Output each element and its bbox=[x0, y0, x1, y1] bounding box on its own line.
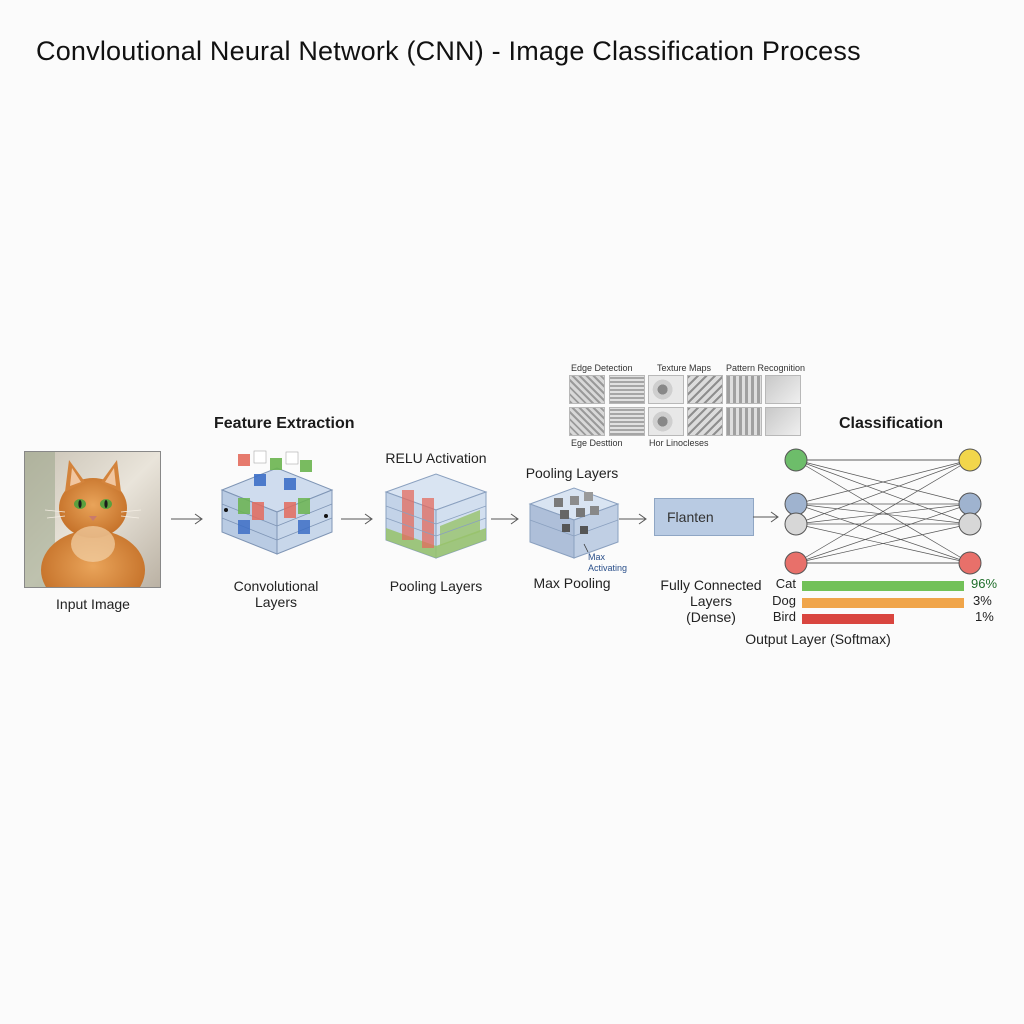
relu-activation-title: RELU Activation bbox=[385, 450, 487, 466]
feature-map-thumbnail bbox=[765, 375, 801, 404]
network-node bbox=[784, 448, 808, 472]
probability-value-dog: 3% bbox=[973, 593, 992, 608]
feature-map-thumbnail bbox=[726, 407, 762, 436]
input-image-label: Input Image bbox=[56, 596, 130, 612]
max-activating-note: Max Activating bbox=[588, 552, 628, 573]
feature-map-thumbnail bbox=[569, 375, 605, 404]
network-connection bbox=[795, 459, 971, 525]
arrow-icon bbox=[341, 513, 373, 525]
texture-maps-label: Texture Maps bbox=[657, 363, 712, 373]
network-connection bbox=[795, 503, 971, 564]
probability-bar-cat bbox=[802, 581, 964, 591]
probability-value-cat: 96% bbox=[971, 576, 998, 591]
network-node bbox=[784, 512, 808, 536]
linocleses-label: Hor Linocleses bbox=[649, 438, 709, 448]
convolutional-layers-label: Convolutional Layers bbox=[233, 578, 319, 610]
network-node bbox=[958, 551, 982, 575]
edge-detection-label: Edge Detection bbox=[571, 363, 633, 373]
arrow-icon bbox=[491, 513, 519, 525]
network-node bbox=[958, 512, 982, 536]
network-connection bbox=[795, 523, 971, 564]
network-node bbox=[784, 551, 808, 575]
feature-map-thumbnail bbox=[609, 375, 645, 404]
network-node bbox=[784, 492, 808, 516]
network-connection bbox=[795, 503, 971, 525]
convolutional-layers-cube bbox=[220, 450, 334, 555]
classification-heading: Classification bbox=[839, 415, 944, 432]
network-node bbox=[958, 492, 982, 516]
feature-extraction-heading: Feature Extraction bbox=[214, 415, 355, 432]
feature-map-thumbnail bbox=[609, 407, 645, 436]
feature-map-thumbnail bbox=[726, 375, 762, 404]
probability-value-bird: 1% bbox=[975, 609, 994, 624]
cat-photo-icon bbox=[25, 452, 160, 587]
network-node bbox=[958, 448, 982, 472]
class-label-cat: Cat bbox=[775, 576, 796, 591]
class-label-dog: Dog bbox=[772, 593, 796, 608]
feature-map-thumbnail bbox=[648, 375, 684, 404]
probability-bar-bird bbox=[802, 614, 894, 624]
feature-map-thumbnail bbox=[687, 375, 723, 404]
fully-connected-network bbox=[784, 448, 982, 575]
feature-map-thumbnail bbox=[687, 407, 723, 436]
max-pooling-label: Max Pooling bbox=[533, 575, 611, 591]
fully-connected-label: Fully Connected Layers (Dense) bbox=[660, 577, 762, 625]
arrow-icon bbox=[619, 513, 647, 525]
input-image bbox=[24, 451, 161, 588]
feature-map-thumbnail bbox=[569, 407, 605, 436]
pooling-layers-block bbox=[528, 487, 620, 559]
page-title: Convloutional Neural Network (CNN) - Ima… bbox=[36, 36, 861, 66]
arrow-icon bbox=[753, 511, 779, 523]
probability-bar-dog bbox=[802, 598, 964, 608]
relu-activation-block bbox=[384, 473, 488, 559]
relu-pooling-layers-label: Pooling Layers bbox=[389, 578, 483, 594]
network-connection bbox=[795, 459, 971, 505]
edge-detection-bottom-label: Ege Desttion bbox=[571, 438, 623, 448]
flatten-box: Flanten bbox=[654, 498, 754, 536]
pattern-recognition-label: Pattern Recognition bbox=[726, 363, 806, 373]
feature-map-thumbnail bbox=[648, 407, 684, 436]
class-label-bird: Bird bbox=[772, 609, 796, 624]
output-layer-label: Output Layer (Softmax) bbox=[745, 631, 891, 647]
network-connection bbox=[795, 459, 971, 564]
arrow-icon bbox=[171, 513, 203, 525]
pooling-layers-title: Pooling Layers bbox=[525, 465, 619, 481]
feature-map-thumbnail bbox=[765, 407, 801, 436]
